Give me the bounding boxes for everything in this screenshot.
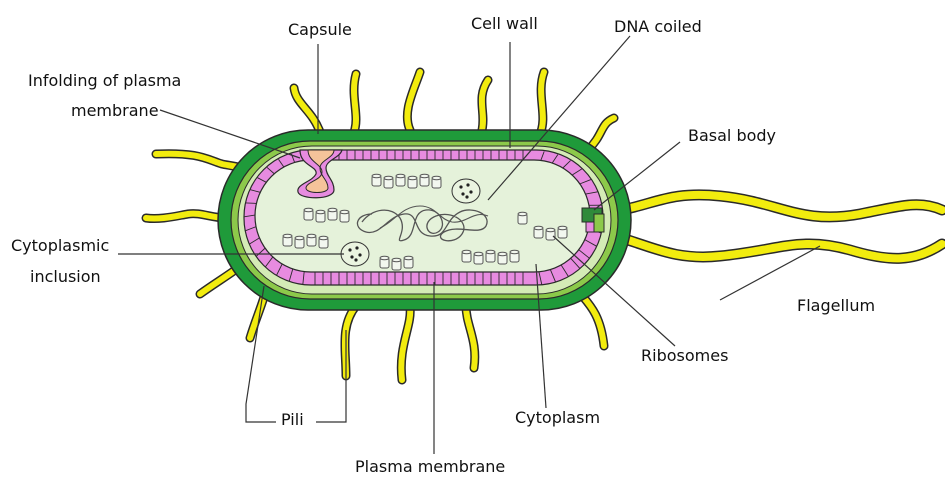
ribosome-top xyxy=(558,226,567,230)
ribosome-top xyxy=(307,234,316,238)
ribosome-top xyxy=(546,228,555,232)
ribosome-top xyxy=(462,250,471,254)
label-basal-body: Basal body xyxy=(688,126,776,146)
label-pili: Pili xyxy=(281,410,304,430)
ribosome-top xyxy=(372,174,381,178)
ribosome-top xyxy=(498,252,507,256)
ribosome-top xyxy=(518,212,527,216)
ribosome-top xyxy=(380,256,389,260)
ribosome-top xyxy=(408,176,417,180)
ribosome-top xyxy=(319,236,328,240)
label-ribosomes: Ribosomes xyxy=(641,346,728,366)
label-cytoplasmic-inclusion-line2: inclusion xyxy=(30,267,101,287)
ribosome-top xyxy=(534,226,543,230)
ribosome-top xyxy=(384,176,393,180)
ribosome-top xyxy=(340,210,349,214)
pilus xyxy=(200,268,238,294)
flagellum xyxy=(600,195,942,258)
ribosome-top xyxy=(486,250,495,254)
pilus xyxy=(354,74,356,132)
label-flagellum: Flagellum xyxy=(797,296,875,316)
label-infolding-line1: Infolding of plasma xyxy=(28,71,181,91)
label-cell-wall: Cell wall xyxy=(471,14,538,34)
pilus xyxy=(294,88,320,132)
ribosome-top xyxy=(304,208,313,212)
label-cytoplasm: Cytoplasm xyxy=(515,408,600,428)
ribosome-top xyxy=(432,176,441,180)
ribosome-top xyxy=(283,234,292,238)
label-dna-coiled: DNA coiled xyxy=(614,17,702,37)
label-plasma-membrane: Plasma membrane xyxy=(355,457,505,477)
ribosome-top xyxy=(328,208,337,212)
ribosome-top xyxy=(404,256,413,260)
ribosome-top xyxy=(392,258,401,262)
pilus xyxy=(540,72,544,134)
ribosome-top xyxy=(420,174,429,178)
ribosome-top xyxy=(295,236,304,240)
label-cytoplasmic-inclusion-line1: Cytoplasmic xyxy=(11,236,109,256)
ribosome-top xyxy=(474,252,483,256)
ribosome-top xyxy=(396,174,405,178)
ribosome-top xyxy=(510,250,519,254)
label-capsule: Capsule xyxy=(288,20,352,40)
ribosome-top xyxy=(316,210,325,214)
label-infolding-line2: membrane xyxy=(71,101,159,121)
